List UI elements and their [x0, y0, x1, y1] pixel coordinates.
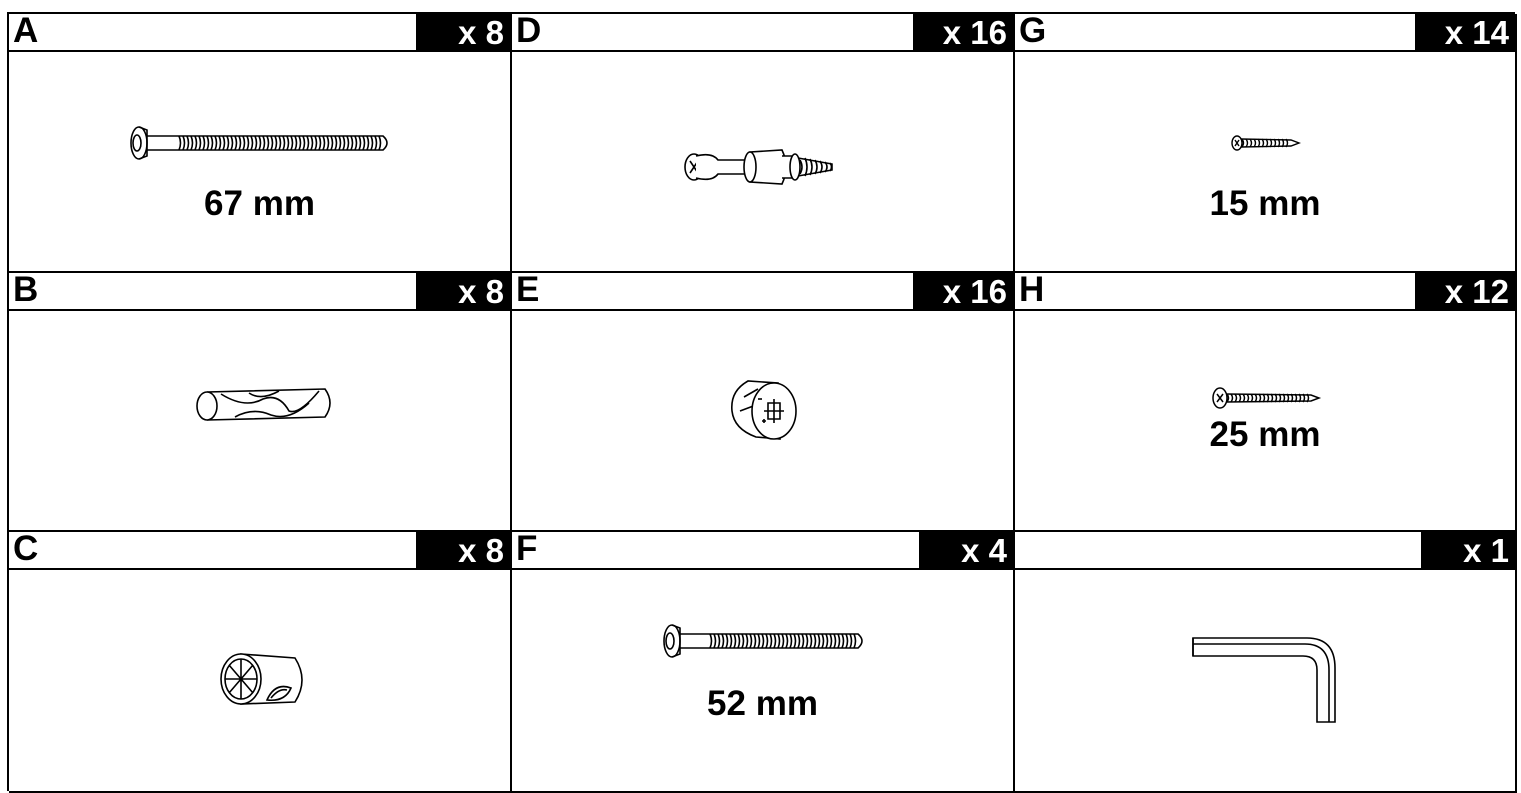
part-cell-g: G x 14 15 mm — [1015, 14, 1517, 273]
part-quantity-badge: x 14 — [1414, 14, 1515, 51]
part-header: D x 16 — [512, 14, 1013, 52]
barrel-nut-icon — [9, 570, 510, 791]
part-cell-d: D x 16 — [512, 14, 1015, 273]
part-header: C x 8 — [9, 532, 510, 570]
part-letter: E — [516, 273, 540, 309]
part-letter: C — [13, 532, 39, 568]
part-header: H x 12 — [1015, 273, 1515, 311]
part-letter: H — [1019, 273, 1045, 309]
wood-dowel-icon — [9, 311, 510, 530]
cam-bolt-dowel-icon — [512, 52, 1013, 271]
part-cell-f: F x 4 52 mm — [512, 532, 1015, 793]
part-quantity-badge: x 8 — [416, 273, 510, 310]
part-letter: B — [13, 273, 39, 309]
allen-key-icon — [1015, 570, 1515, 791]
long-hex-bolt-icon — [9, 52, 510, 271]
part-cell-c: C x 8 — [9, 532, 512, 793]
part-quantity-badge: x 12 — [1414, 273, 1515, 310]
medium-hex-bolt-icon — [512, 570, 1013, 791]
part-header: F x 4 — [512, 532, 1013, 570]
part-cell-allen-key: x 1 — [1015, 532, 1517, 793]
short-screw-icon — [1015, 52, 1515, 271]
part-letter: F — [516, 532, 538, 568]
part-size-label: 25 mm — [1209, 415, 1321, 454]
part-header: G x 14 — [1015, 14, 1515, 52]
part-size-label: 52 mm — [707, 684, 818, 723]
part-quantity-badge: x 1 — [1421, 532, 1515, 569]
part-quantity-badge: x 8 — [416, 532, 510, 569]
part-header: E x 16 — [512, 273, 1013, 311]
part-letter: G — [1019, 14, 1047, 50]
part-cell-b: B x 8 — [9, 273, 512, 532]
part-cell-a: A x 8 67 mm — [9, 14, 512, 273]
part-quantity-badge: x 4 — [919, 532, 1013, 569]
part-header: A x 8 — [9, 14, 510, 52]
part-cell-h: H x 12 25 mm — [1015, 273, 1517, 532]
part-letter: D — [516, 14, 542, 50]
part-header: B x 8 — [9, 273, 510, 311]
part-letter: A — [13, 14, 39, 50]
part-quantity-badge: x 16 — [912, 273, 1013, 310]
parts-grid: A x 8 67 mm D x 16 — [7, 12, 1517, 793]
cam-lock-icon — [512, 311, 1013, 530]
part-size-label: 67 mm — [204, 184, 315, 223]
part-header: x 1 — [1015, 532, 1515, 570]
wood-screw-icon — [1015, 311, 1515, 530]
part-quantity-badge: x 8 — [416, 14, 510, 51]
part-cell-e: E x 16 — [512, 273, 1015, 532]
part-size-label: 15 mm — [1209, 184, 1321, 223]
part-quantity-badge: x 16 — [912, 14, 1013, 51]
